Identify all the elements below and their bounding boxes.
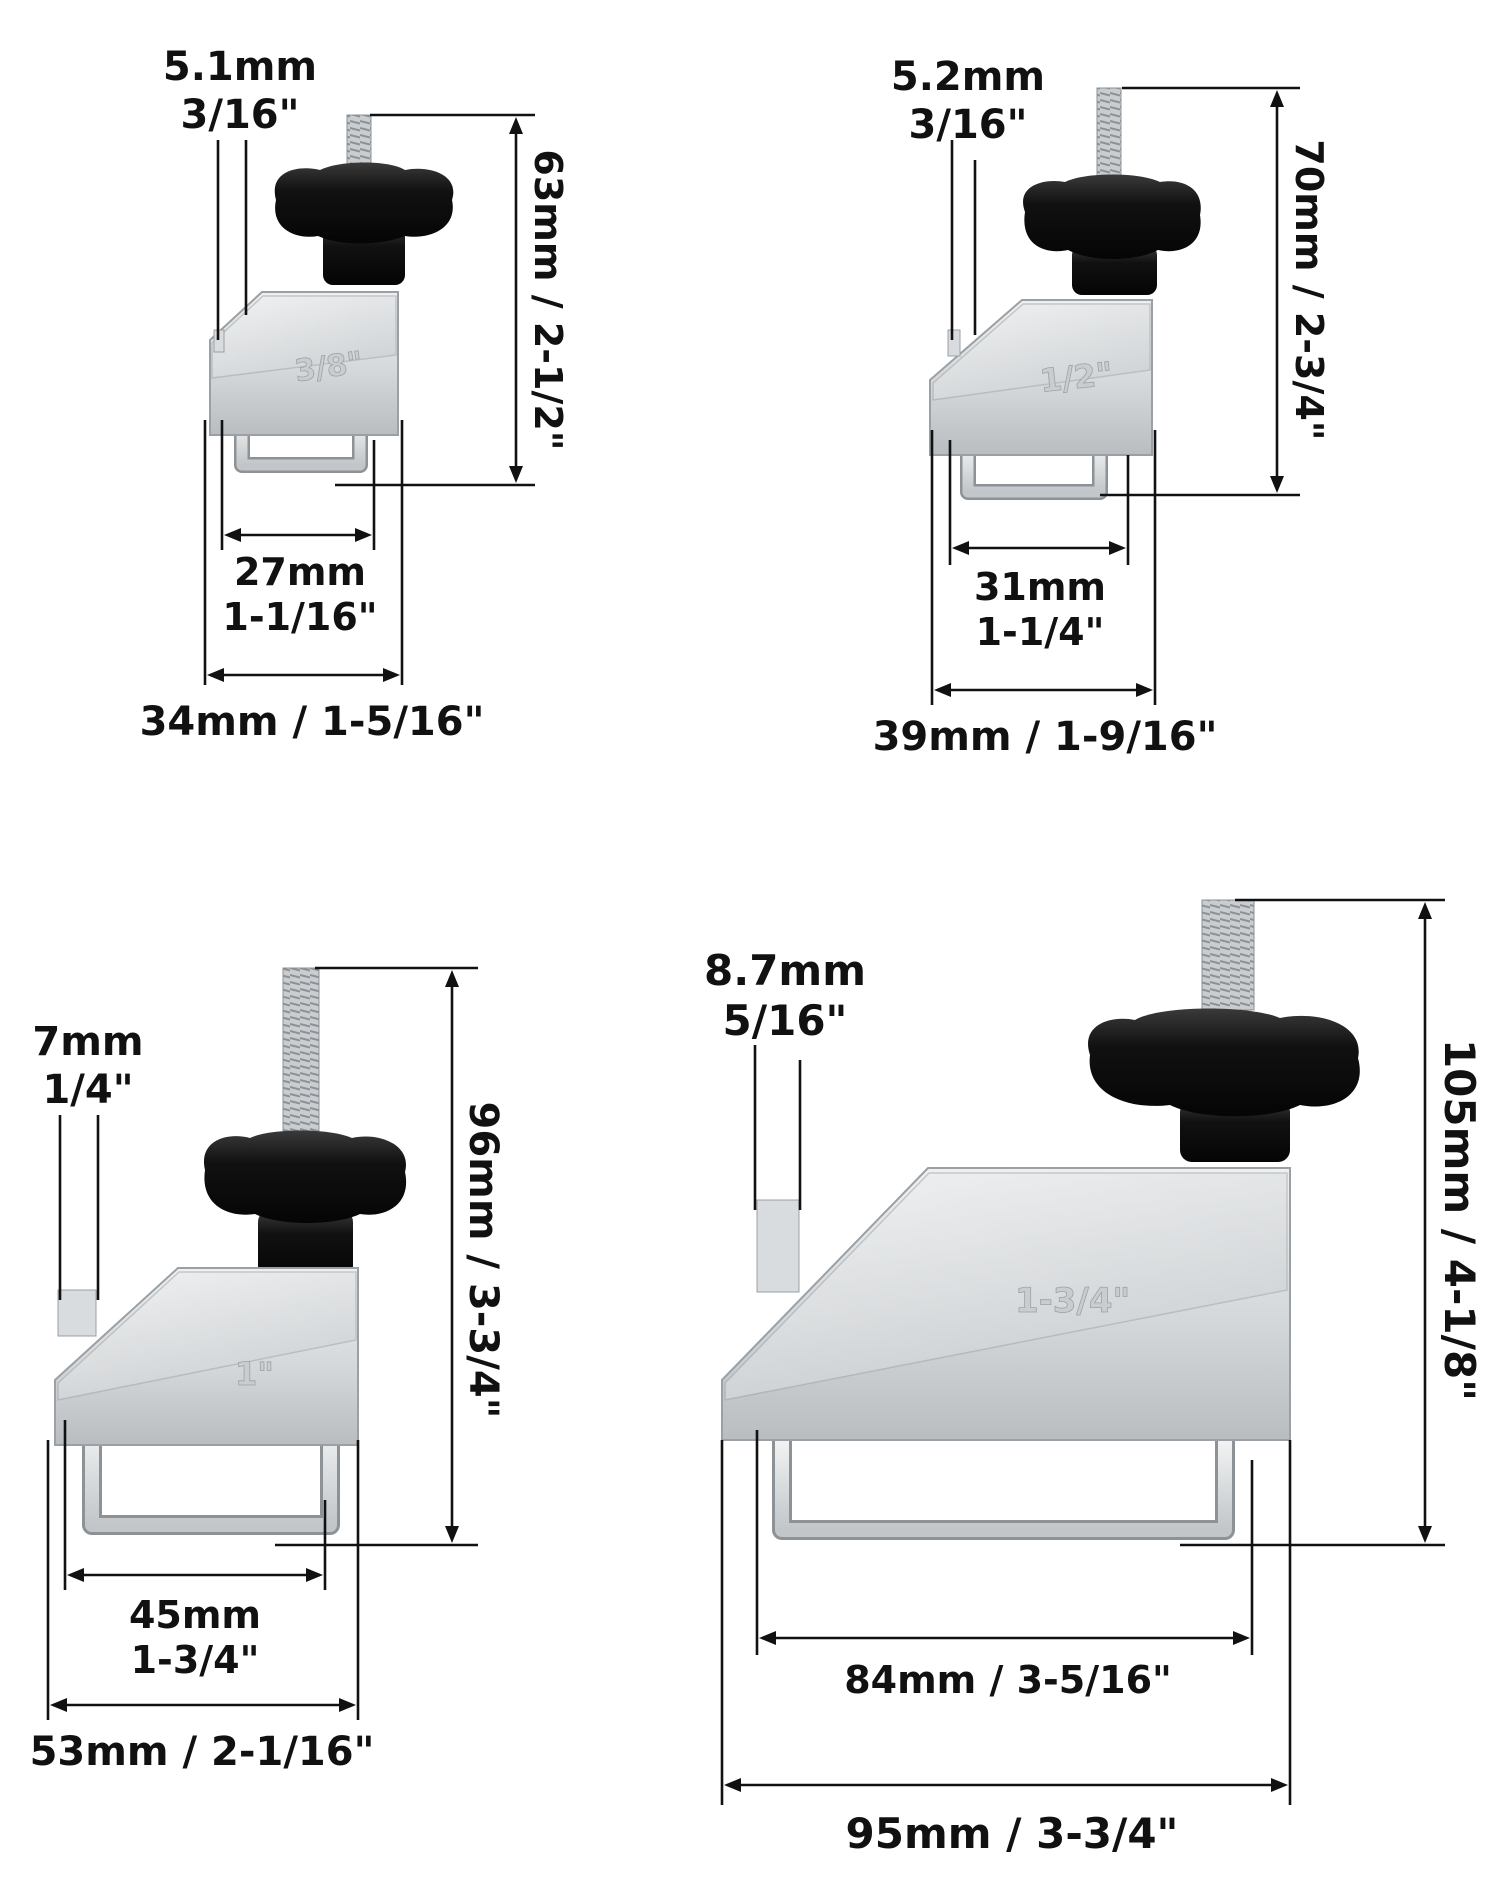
outer-width-dimension: 34mm / 1-5/16" xyxy=(140,420,485,745)
knob xyxy=(274,162,454,285)
height-dimension: 96mm / 3-3/4" xyxy=(275,966,506,1547)
inner-in-label: 1-3/4" xyxy=(131,1638,260,1682)
pin-mm-label: 7mm xyxy=(32,1019,143,1065)
pin-dimension: 7mm 1/4" xyxy=(32,1019,144,1300)
inner-label: 84mm / 3-5/16" xyxy=(844,1658,1172,1702)
outer-label: 95mm / 3-3/4" xyxy=(846,1809,1179,1858)
outer-label: 53mm / 2-1/16" xyxy=(30,1729,375,1775)
inner-width-dimension: 45mm 1-3/4" xyxy=(63,1420,327,1682)
inner-width-dimension: 31mm 1-1/4" xyxy=(948,440,1130,654)
height-label: 105mm / 4-1/8" xyxy=(1435,1039,1484,1401)
inner-in-label: 1-1/16" xyxy=(222,595,377,639)
knob xyxy=(203,1130,407,1278)
inner-in-label: 1-1/4" xyxy=(976,610,1105,654)
pin-dimension: 8.7mm 5/16" xyxy=(704,946,866,1210)
engraving: 1/2" xyxy=(1038,355,1114,400)
outer-width-dimension: 53mm / 2-1/16" xyxy=(30,1440,375,1775)
height-label: 63mm / 2-1/2" xyxy=(526,149,570,450)
clamp-1-2: 1/2" 70mm / 2-3/4" 5.2mm 3/16" 31mm 1-1/… xyxy=(873,54,1331,760)
pin-dimension: 5.1mm 3/16" xyxy=(163,44,317,340)
pin-in-label: 3/16" xyxy=(909,102,1028,148)
pin-in-label: 3/16" xyxy=(181,92,300,138)
inner-mm-label: 31mm xyxy=(974,565,1106,609)
pin xyxy=(756,1199,800,1293)
height-label: 70mm / 2-3/4" xyxy=(1287,139,1331,440)
engraving: 1" xyxy=(235,1355,274,1393)
pin-mm-label: 5.1mm xyxy=(163,44,317,90)
height-dimension: 105mm / 4-1/8" xyxy=(1180,898,1484,1547)
pin-in-label: 1/4" xyxy=(42,1067,133,1113)
pin-mm-label: 8.7mm xyxy=(704,946,866,995)
screw-thread xyxy=(1096,87,1122,189)
height-dimension: 63mm / 2-1/2" xyxy=(335,113,570,487)
pin-mm-label: 5.2mm xyxy=(891,54,1045,100)
pin xyxy=(947,329,961,357)
inner-mm-label: 45mm xyxy=(129,1593,261,1637)
pin-dimension: 5.2mm 3/16" xyxy=(891,54,1045,340)
pin xyxy=(57,1289,97,1337)
screw-thread xyxy=(282,967,320,1154)
inner-width-dimension: 27mm 1-1/16" xyxy=(220,420,378,639)
outer-label: 34mm / 1-5/16" xyxy=(140,699,485,745)
outer-width-dimension: 95mm / 3-3/4" xyxy=(720,1440,1292,1858)
outer-label: 39mm / 1-9/16" xyxy=(873,714,1218,760)
screw-thread xyxy=(1201,899,1255,1011)
clamp-1-3-4: 1-3/4" 105mm / 4-1/8" 8.7mm 5/16" 84mm /… xyxy=(704,898,1484,1858)
engraving: 1-3/4" xyxy=(1015,1281,1130,1321)
height-dimension: 70mm / 2-3/4" xyxy=(1100,86,1331,497)
clamp-1: 1" 96mm / 3-3/4" 7mm 1/4" 45mm 1-3/4" xyxy=(30,966,506,1775)
clamp-3-8: 3/8" 63mm / 2-1/2" 5.1mm 3/16" 27mm 1-1/… xyxy=(140,44,570,745)
height-label: 96mm / 3-3/4" xyxy=(460,1101,506,1418)
knob xyxy=(1088,1008,1360,1162)
pin-in-label: 5/16" xyxy=(723,996,848,1045)
knob xyxy=(1023,174,1201,295)
outer-width-dimension: 39mm / 1-9/16" xyxy=(873,430,1218,760)
inner-mm-label: 27mm xyxy=(234,550,366,594)
inner-width-dimension: 84mm / 3-5/16" xyxy=(755,1430,1254,1702)
